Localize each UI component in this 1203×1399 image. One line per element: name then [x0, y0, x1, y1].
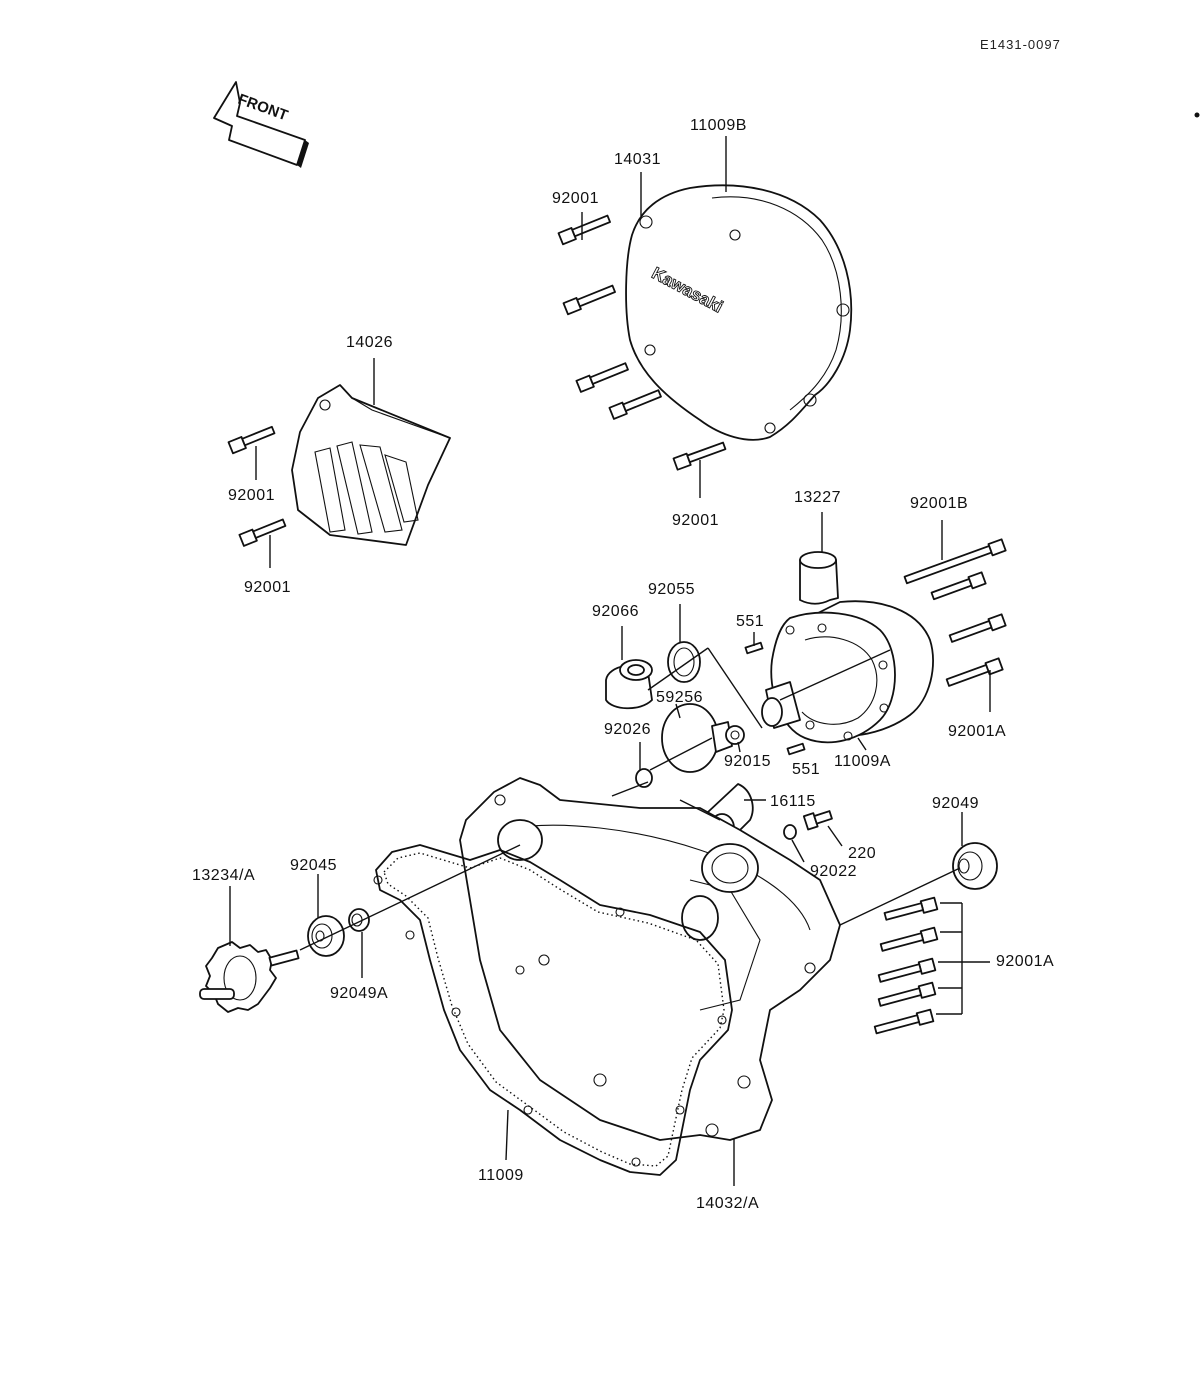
label-13227: 13227 [794, 489, 841, 506]
bolt-bracket [936, 902, 990, 1015]
label-92026: 92026 [604, 721, 651, 738]
label-14026: 14026 [346, 334, 393, 351]
assembly-lines [299, 647, 961, 951]
label-92001B: 92001B [910, 495, 968, 512]
label-92001-top: 92001 [552, 190, 599, 207]
label-220: 220 [848, 845, 876, 862]
label-92055: 92055 [648, 581, 695, 598]
label-551-b: 551 [792, 761, 820, 778]
label-14031: 14031 [614, 151, 661, 168]
stray-dot [1194, 112, 1200, 118]
impeller-gear [199, 941, 300, 1013]
right-crankcase-cover [459, 777, 841, 1141]
label-551-a: 551 [736, 613, 764, 630]
leader-lines [229, 136, 991, 1186]
diagram-code: E1431-0097 [980, 37, 1061, 52]
front-arrow-icon: FRONT [213, 81, 309, 168]
label-92001A-right: 92001A [948, 723, 1006, 740]
label-92001-left-2: 92001 [244, 579, 291, 596]
label-14032A: 14032/A [696, 1195, 759, 1212]
sprocket-cover [291, 384, 451, 546]
clutch-cover: Kawasaki [625, 184, 853, 441]
pump-internals [605, 641, 833, 843]
small-seal [348, 908, 370, 932]
lower-cover-bolts [873, 896, 939, 1035]
oil-seal [952, 842, 998, 890]
label-92022: 92022 [810, 863, 857, 880]
label-59256: 59256 [656, 689, 703, 706]
clutch-cover-bolts [557, 214, 727, 471]
water-pump-housing [761, 551, 934, 744]
label-11009A: 11009A [834, 753, 891, 770]
label-11009: 11009 [478, 1167, 524, 1184]
label-92001-mid: 92001 [672, 512, 719, 529]
label-92015: 92015 [724, 753, 771, 770]
label-92066: 92066 [592, 603, 639, 620]
label-92049: 92049 [932, 795, 979, 812]
cover-gasket [373, 844, 733, 1176]
label-92001A-bottom: 92001A [996, 953, 1054, 970]
label-92049A: 92049A [330, 985, 388, 1002]
label-11009B: 11009B [690, 117, 747, 134]
sprocket-cover-bolts [227, 425, 287, 547]
label-13234A: 13234/A [192, 867, 255, 884]
label-92045: 92045 [290, 857, 337, 874]
label-16115: 16115 [770, 793, 816, 810]
part-labels: 11009B 14031 92001 92001 14026 92001 920… [192, 117, 1054, 1212]
label-92001-left-1: 92001 [228, 487, 275, 504]
ball-bearing [307, 915, 345, 957]
